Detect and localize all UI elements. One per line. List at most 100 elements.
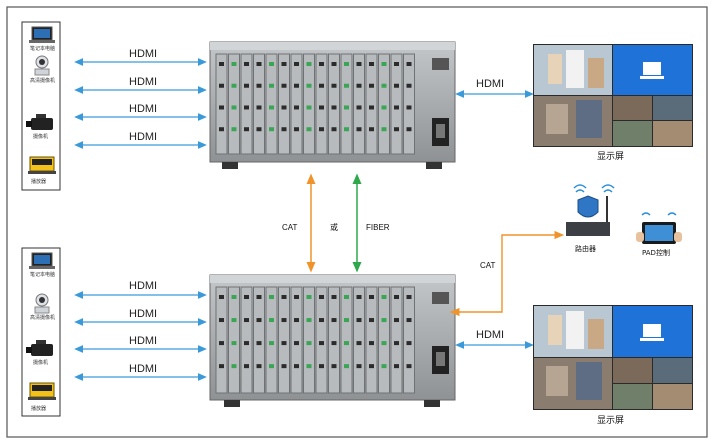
io-port — [294, 364, 299, 369]
io-card — [303, 286, 315, 394]
io-card — [215, 53, 228, 155]
io-card — [340, 286, 353, 394]
io-port — [381, 105, 387, 110]
io-port — [231, 105, 237, 110]
io-port — [306, 341, 312, 346]
matrix-chassis-bottom — [209, 274, 456, 407]
io-card — [253, 286, 265, 394]
io-card — [240, 286, 253, 394]
io-port — [269, 364, 274, 369]
io-port — [281, 295, 287, 299]
io-port — [231, 127, 237, 132]
cat-label: CAT — [282, 223, 298, 232]
io-port — [394, 83, 399, 88]
io-card — [353, 53, 365, 155]
source-label-camera: 高清摄像机 — [30, 77, 55, 84]
source-label-laptop: 笔记本电脑 — [30, 271, 55, 278]
io-card — [403, 53, 415, 155]
io-port — [319, 127, 324, 132]
source-label-camera: 高清摄像机 — [30, 314, 55, 321]
io-port — [331, 341, 337, 346]
io-card — [228, 286, 240, 394]
io-port — [269, 83, 274, 88]
video-wall-top — [533, 44, 693, 147]
io-port — [406, 105, 412, 110]
camera-icon — [34, 293, 50, 314]
io-port — [231, 295, 237, 299]
router-icon — [566, 184, 615, 236]
io-port — [219, 62, 224, 66]
source-label-laptop: 笔记本电脑 — [30, 45, 55, 52]
io-card — [265, 53, 278, 155]
io-port — [219, 318, 224, 323]
io-card — [228, 53, 240, 155]
io-port — [394, 364, 399, 369]
io-port — [294, 105, 299, 110]
io-card — [328, 53, 340, 155]
diagram-frame — [6, 6, 708, 438]
io-port — [319, 318, 324, 323]
io-port — [269, 105, 274, 110]
io-port — [356, 318, 362, 323]
io-port — [356, 83, 362, 88]
io-port — [231, 318, 237, 323]
hdmi-links-top — [74, 58, 207, 149]
io-card — [215, 286, 228, 394]
cat-label: CAT — [480, 261, 496, 270]
cat-link-router — [449, 230, 565, 317]
io-port — [319, 83, 324, 88]
io-port — [406, 341, 412, 346]
io-port — [344, 83, 349, 88]
io-port — [344, 341, 349, 346]
io-port — [369, 105, 374, 110]
io-port — [306, 62, 312, 66]
io-port — [256, 295, 262, 299]
io-card — [328, 286, 340, 394]
or-label: 或 — [330, 222, 338, 232]
io-port — [356, 295, 362, 299]
io-port — [269, 62, 274, 66]
media-player-icon — [28, 156, 56, 174]
io-port — [394, 62, 399, 66]
io-port — [344, 364, 349, 369]
io-port — [369, 295, 374, 299]
io-port — [406, 295, 412, 299]
io-card — [303, 53, 315, 155]
io-card — [353, 286, 365, 394]
io-port — [344, 295, 349, 299]
io-port — [369, 83, 374, 88]
io-port — [294, 127, 299, 132]
io-port — [294, 83, 299, 88]
io-port — [381, 295, 387, 299]
io-card — [378, 53, 390, 155]
io-port — [294, 341, 299, 346]
io-port — [231, 364, 237, 369]
io-card — [390, 286, 403, 394]
io-port — [244, 295, 249, 299]
io-port — [219, 127, 224, 132]
hdmi-label: HDMI — [129, 76, 157, 88]
io-port — [219, 341, 224, 346]
io-port — [331, 364, 337, 369]
io-port — [244, 62, 249, 66]
io-port — [369, 127, 374, 132]
io-port — [244, 364, 249, 369]
io-card — [253, 53, 265, 155]
io-port — [294, 318, 299, 323]
io-card — [390, 53, 403, 155]
io-port — [244, 127, 249, 132]
hdmi-label: HDMI — [476, 329, 504, 341]
io-port — [306, 364, 312, 369]
matrix-chassis-top — [209, 41, 456, 169]
io-port — [356, 364, 362, 369]
io-port — [256, 83, 262, 88]
pad-label: PAD控制 — [642, 248, 670, 257]
io-port — [319, 105, 324, 110]
io-port — [369, 341, 374, 346]
io-port — [281, 364, 287, 369]
io-port — [281, 341, 287, 346]
io-port — [369, 62, 374, 66]
source-label-camcorder: 摄像机 — [33, 133, 48, 140]
display-label: 显示屏 — [597, 151, 624, 162]
